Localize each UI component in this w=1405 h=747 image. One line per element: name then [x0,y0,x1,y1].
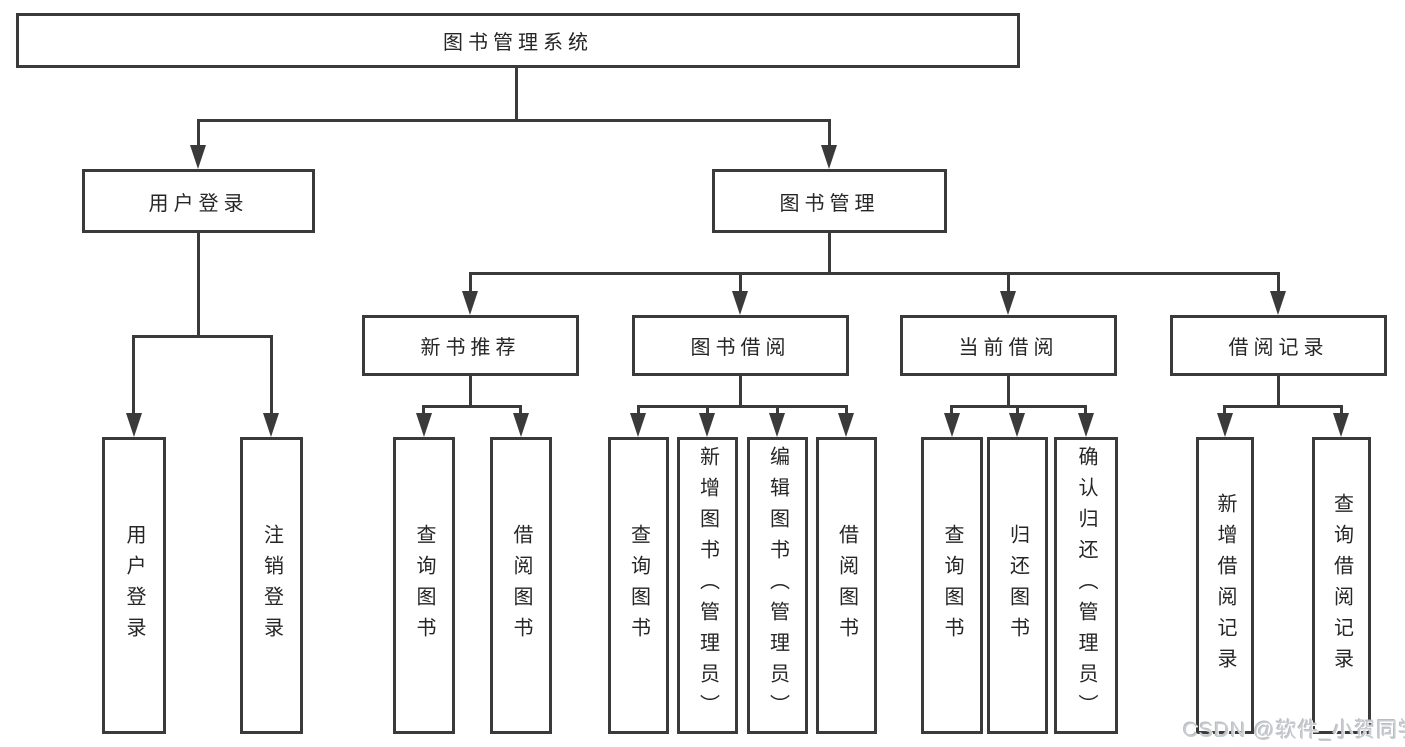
arrowhead-icon [416,413,432,437]
arrowhead-icon [1270,291,1286,315]
arrowhead-icon [732,291,748,315]
arrowhead-icon [462,291,478,315]
node-edit-books-admin: 编辑图书（管理员） [747,437,808,734]
node-query-books-current: 查询图书 [921,437,983,734]
node-label: 借阅图书 [510,523,532,648]
csdn-watermark: CSDN @软件_小贺同学 [1183,719,1405,742]
node-label: 归还图书 [1006,523,1029,648]
node-label: 借阅记录 [1228,337,1329,359]
node-book-management: 图书管理 [712,169,947,233]
node-book-borrowing: 图书借阅 [632,315,849,376]
connector-line [828,119,831,147]
connector-line [706,405,709,415]
node-query-books-recommend: 查询图书 [393,437,455,734]
node-borrow-books: 借阅图书 [816,437,877,734]
node-label: 新增图书（管理员） [696,446,719,725]
arrowhead-icon [769,413,785,437]
connector-line [739,376,742,408]
arrowhead-icon [699,413,715,437]
connector-line [469,376,472,408]
node-label: 借阅图书 [835,523,858,648]
node-add-books-admin: 新增图书（管理员） [677,437,738,734]
node-current-borrowing: 当前借阅 [900,315,1117,376]
connector-line [469,272,472,293]
node-label: 确认归还（管理员） [1075,446,1097,725]
connector-line [950,405,953,415]
node-label: 查询图书 [627,523,650,648]
node-label: 图书借阅 [690,337,791,359]
connector-line [1016,405,1019,415]
node-borrowing-records: 借阅记录 [1170,315,1387,376]
connector-line [828,233,831,275]
node-label: 查询借阅记录 [1330,492,1353,679]
node-label: 用户登录 [148,192,249,215]
node-label: 新书推荐 [420,337,521,359]
connector-line [422,405,425,415]
node-label: 新增借阅记录 [1214,492,1236,679]
arrowhead-icon [630,413,646,437]
node-user-login: 用户登录 [82,169,315,233]
connector-line [1277,272,1280,293]
connector-line [1007,376,1010,408]
arrowhead-icon [821,145,837,169]
node-confirm-return-admin: 确认归还（管理员） [1054,437,1118,734]
connector-line [1223,405,1343,408]
node-label: 查询图书 [941,523,963,648]
node-query-books-borrowing: 查询图书 [608,437,669,734]
node-library-management-system: 图书管理系统 [16,13,1020,68]
connector-line [1277,376,1280,408]
connector-line [637,405,640,415]
arrowhead-icon [944,413,960,437]
connector-line [1084,405,1087,415]
node-new-book-recommend: 新书推荐 [362,315,579,376]
node-label: 查询图书 [413,523,435,648]
arrowhead-icon [1009,413,1025,437]
connector-line [197,119,200,147]
node-label: 图书管理 [779,192,880,215]
connector-line [515,68,518,122]
node-add-borrow-record: 新增借阅记录 [1196,437,1254,734]
connector-line [1223,405,1226,415]
node-label: 编辑图书（管理员） [766,446,789,725]
connector-line [422,405,522,408]
arrowhead-icon [263,413,279,437]
arrowhead-icon [1078,413,1094,437]
connector-line [132,335,135,415]
connector-line [132,335,273,338]
connector-line [197,119,831,122]
arrowhead-icon [838,413,854,437]
connector-line [519,405,522,415]
connector-line [197,233,200,338]
node-label: 用户登录 [123,523,145,648]
connector-line [270,335,273,415]
connector-line [1340,405,1343,415]
node-label: 图书管理系统 [443,32,593,54]
connector-line [845,405,848,415]
connector-line [1007,272,1010,293]
connector-line [776,405,779,415]
arrowhead-icon [513,413,529,437]
arrowhead-icon [1217,413,1233,437]
node-logout-action: 注销登录 [240,437,303,734]
connector-line [739,272,742,293]
arrowhead-icon [190,145,206,169]
arrowhead-icon [1333,413,1349,437]
arrowhead-icon [126,413,142,437]
connector-line [637,405,848,408]
node-label: 当前借阅 [958,337,1059,359]
node-user-login-action: 用户登录 [102,437,166,734]
arrowhead-icon [1000,291,1016,315]
node-label: 注销登录 [260,523,283,648]
node-borrow-books-recommend: 借阅图书 [490,437,552,734]
node-return-books: 归还图书 [987,437,1048,734]
node-query-borrow-record: 查询借阅记录 [1312,437,1371,734]
connector-line [469,272,1280,275]
